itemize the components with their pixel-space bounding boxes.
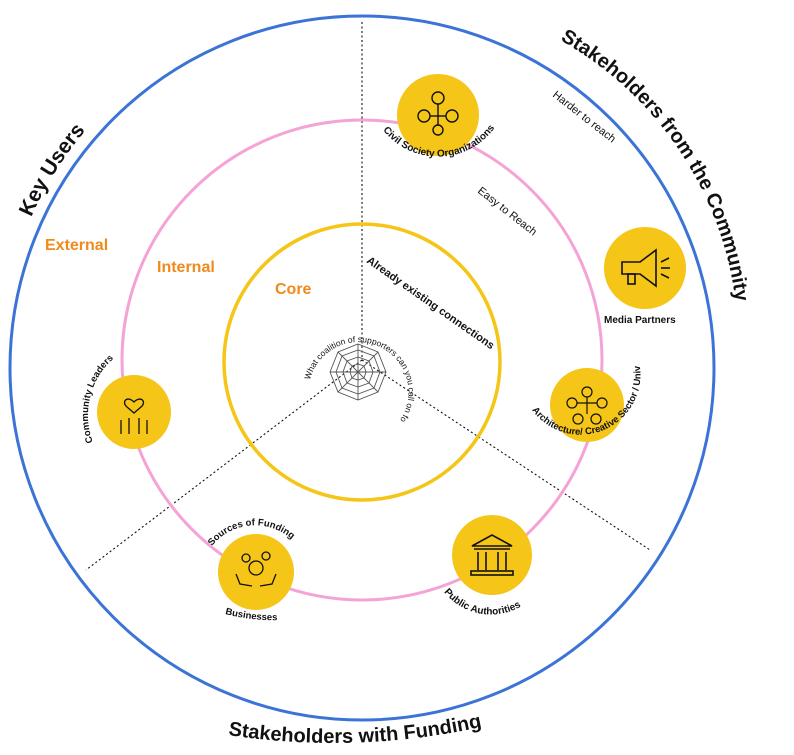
sector-key-users: Key Users <box>15 119 90 219</box>
money-hands-icon <box>235 551 277 587</box>
annotation-easy-to-reach: Easy to Reach <box>475 185 539 239</box>
node-civil-society: Civil Society Organizations <box>381 74 497 160</box>
people-network-icon <box>417 91 459 136</box>
ring-label-core: Core <box>275 281 312 298</box>
node-circle <box>452 515 532 595</box>
annotation-already-existing: Already existing connections <box>364 255 496 352</box>
node-businesses: Sources of Funding Businesses <box>206 517 297 623</box>
divider-right <box>361 359 651 551</box>
government-building-icon <box>470 534 514 576</box>
outer-ring <box>8 14 716 722</box>
node-circle <box>604 227 686 309</box>
node-circle <box>97 375 171 449</box>
node-circle <box>218 534 294 610</box>
label-media: Media Partners <box>604 315 676 326</box>
divider-left <box>85 359 363 571</box>
heart-hands-icon <box>120 398 148 434</box>
inner-ring <box>222 222 502 502</box>
node-public: Public Authorities <box>442 515 532 618</box>
node-media: Media Partners <box>604 227 686 326</box>
team-network-icon <box>566 386 608 425</box>
sector-funding: Stakeholders with Funding <box>227 710 483 748</box>
label-community: Community Leaders / Residents /Youth / E… <box>0 0 116 445</box>
ring-label-internal: Internal <box>157 259 215 276</box>
node-community: Community Leaders / Residents /Youth / E… <box>0 0 171 449</box>
middle-ring <box>120 118 604 602</box>
center-question: What coalition of supporters can you cal… <box>0 0 417 425</box>
spider-web-icon <box>329 343 387 401</box>
ring-label-external: External <box>45 237 108 254</box>
megaphone-icon <box>621 248 670 288</box>
